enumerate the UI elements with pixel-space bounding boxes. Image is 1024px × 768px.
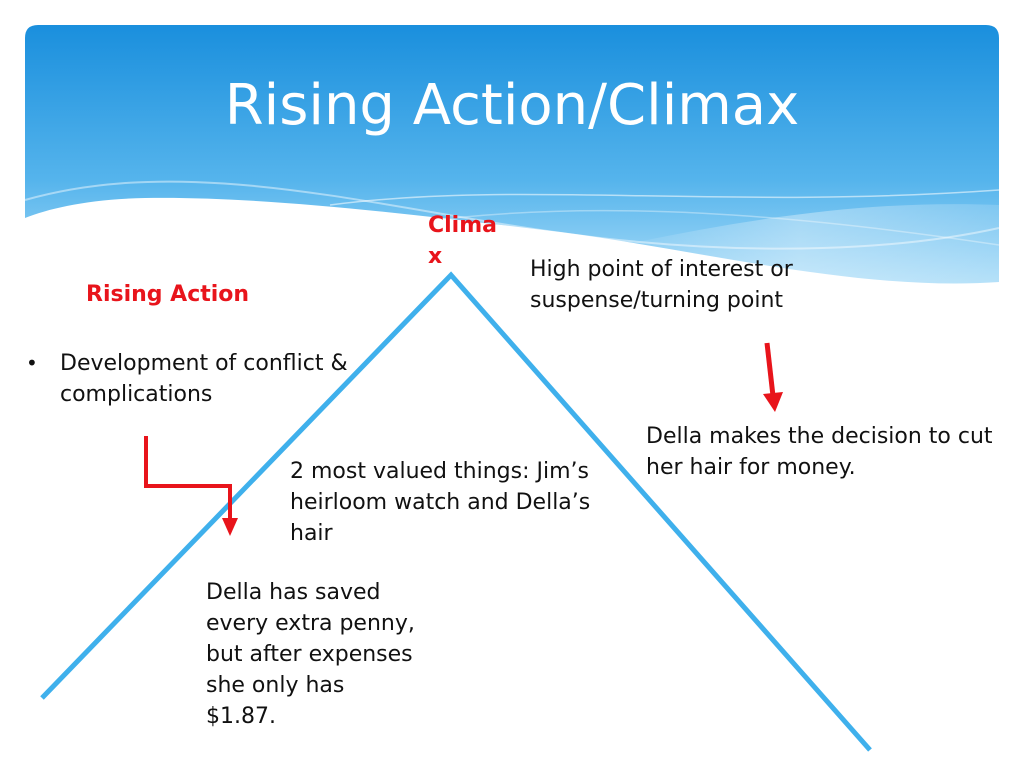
red-elbow-arrow-icon [144, 436, 238, 536]
bullet-text-conflict: Development of conflict & complications [60, 351, 348, 407]
header-wave-3 [600, 204, 999, 285]
climax-definition-text: High point of interest or suspense/turni… [530, 257, 793, 313]
della-saved-text: Della has saved every extra penny, but a… [206, 580, 415, 729]
slide-title: Rising Action/Climax [224, 73, 800, 138]
header-wave-4 [419, 209, 1000, 246]
rising-action-label: Rising Action [86, 282, 250, 307]
della-decision-text: Della makes the decision to cut her hair… [646, 424, 993, 480]
header-band [24, 25, 1000, 285]
plot-mountain-line [40, 271, 872, 752]
header-band-fill [25, 25, 999, 284]
most-valued-text: 2 most valued things: Jim’s heirloom wat… [290, 459, 591, 546]
header-wave-2 [329, 189, 1000, 206]
climax-label: Climax [428, 213, 497, 269]
bullet-dot-icon: • [26, 351, 38, 375]
red-down-arrow-icon [763, 342, 783, 412]
